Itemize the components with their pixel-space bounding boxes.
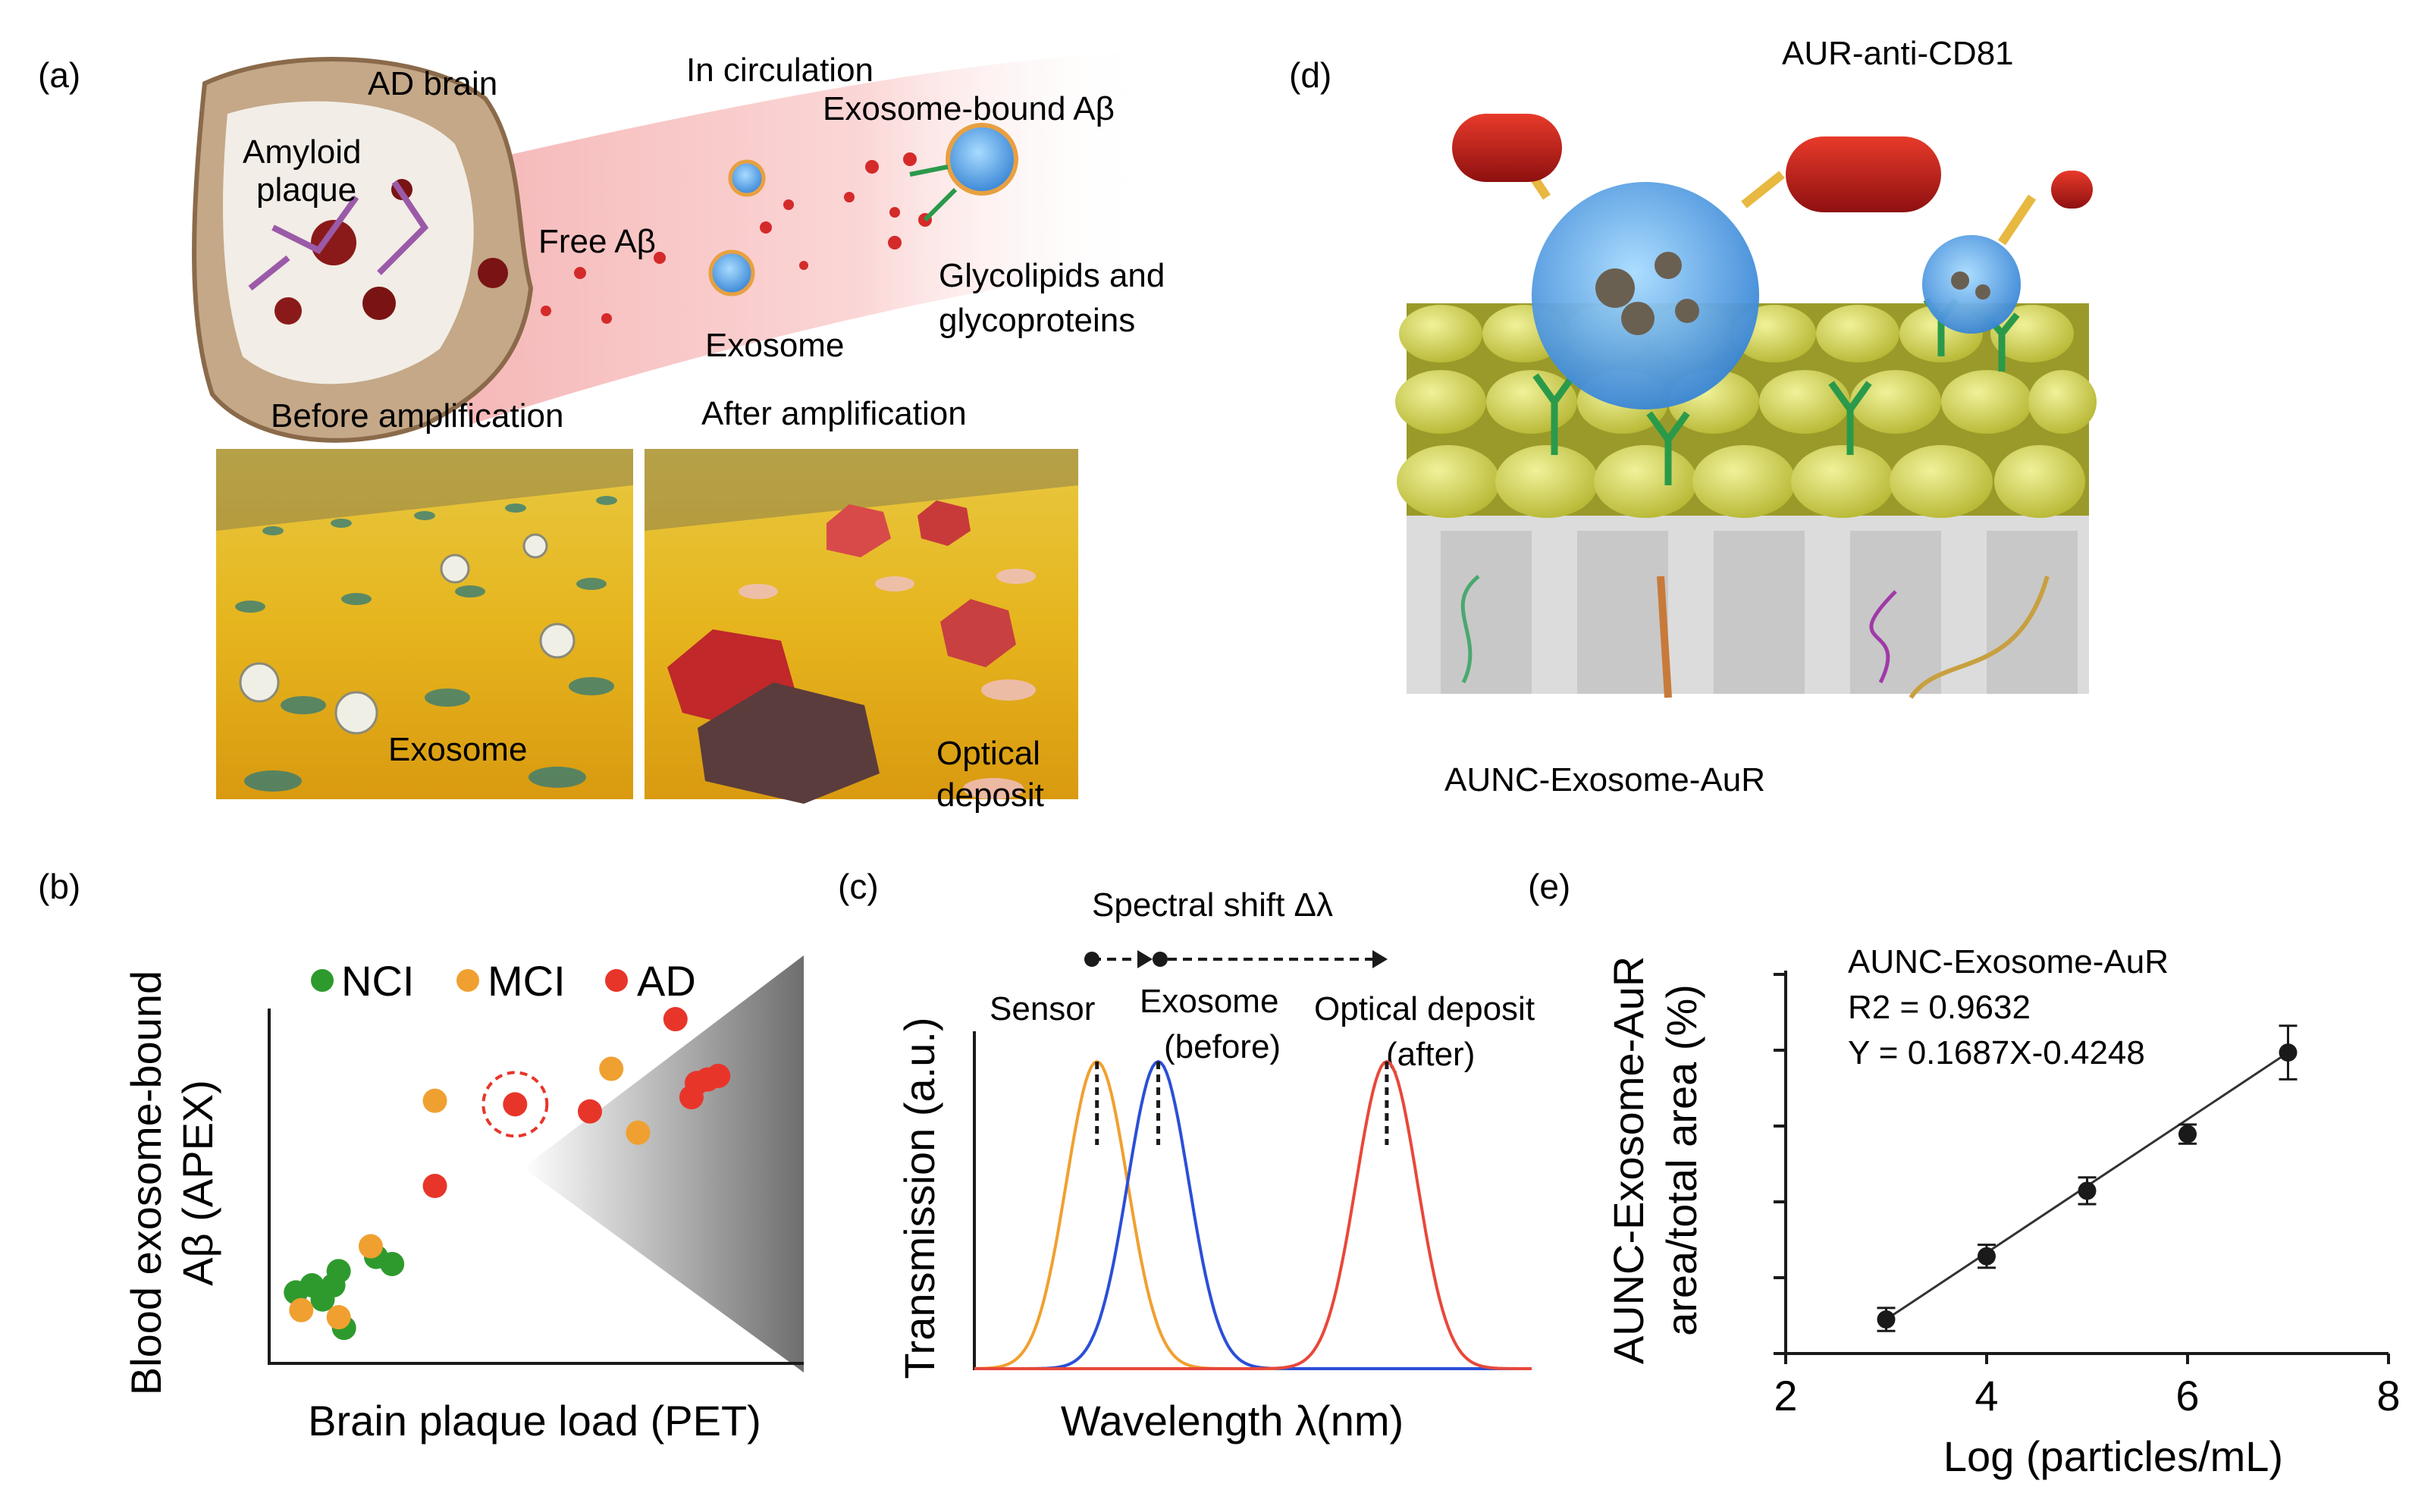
b-point-ad <box>503 1092 528 1117</box>
b-scatter-points <box>284 1007 731 1341</box>
b-point-nci <box>380 1251 405 1276</box>
label-free-abeta: Free Aβ <box>538 223 656 260</box>
b-point-mci <box>626 1120 651 1145</box>
b-xlabel: Brain plaque load (PET) <box>308 1397 761 1445</box>
label-deposit: deposit <box>936 776 1044 814</box>
b-point-mci <box>422 1088 447 1113</box>
b-point-mci <box>358 1234 383 1259</box>
legend-label-ad: AD <box>637 957 696 1005</box>
panel-e-letter: (e) <box>1528 867 1570 906</box>
label-exosome-sub: Exosome <box>388 731 527 768</box>
c-sensor-label: Sensor <box>990 990 1095 1027</box>
zoom-cone <box>523 955 804 1372</box>
b-point-ad <box>706 1063 731 1088</box>
c-ylabel: Transmission (a.u.) <box>895 1017 943 1379</box>
c-deposit-label-2: (after) <box>1386 1036 1475 1073</box>
label-plaque: plaque <box>256 171 356 209</box>
label-exosome: Exosome <box>705 327 844 364</box>
label-glyco-1: Glycolipids and <box>939 257 1165 294</box>
b-point-ad <box>578 1099 602 1124</box>
e-point <box>2078 1181 2097 1200</box>
legend-label-mci: MCI <box>488 957 566 1005</box>
free-abeta-dots <box>541 192 900 324</box>
c-xlabel: Wavelength λ(nm) <box>1061 1397 1404 1445</box>
panel-d: (d) AUR-anti-CD81 <box>1289 35 2097 798</box>
b-legend: NCI MCI AD <box>311 957 696 1005</box>
label-aur-anti-cd81: AUR-anti-CD81 <box>1782 35 2014 72</box>
label-optical: Optical <box>936 735 1040 772</box>
panel-e: (e) 2 4 6 8 AUNC-Exosome-AuR R2 = 0.9632 Y … <box>1528 867 2401 1480</box>
e-point <box>1978 1247 1996 1266</box>
e-axis-ticks: 2 4 6 8 <box>1774 973 2401 1419</box>
panel-d-letter: (d) <box>1289 55 1331 95</box>
panel-c: (c) Spectral shift Δλ Sensor Exosome (be… <box>838 867 1535 1445</box>
label-exosome-bound: Exosome-bound Aβ <box>823 90 1115 127</box>
label-amyloid: Amyloid <box>243 133 362 171</box>
label-aunc-exosome-aur: AUNC-Exosome-AuR <box>1444 761 1765 798</box>
label-after-amp: After amplification <box>701 395 967 432</box>
e-point <box>2279 1043 2298 1062</box>
panel-a-letter: (a) <box>38 55 80 95</box>
e-xtick-label: 2 <box>1774 1372 1797 1419</box>
e-annot-name: AUNC-Exosome-AuR <box>1848 943 2169 980</box>
panel-b: (b) NCI MCI AD Blood exosome-bound Aβ (A… <box>38 867 804 1445</box>
label-before-amp: Before amplification <box>271 397 563 434</box>
e-ylabel-line1: AUNC-Exosome-AuR <box>1604 956 1652 1364</box>
c-spectra <box>974 1059 1532 1370</box>
e-point <box>2178 1125 2197 1143</box>
legend-marker-ad <box>605 969 628 992</box>
after-amplification-render <box>645 449 1078 804</box>
b-ylabel-line1: Blood exosome-bound <box>122 971 170 1395</box>
c-shift-label: Spectral shift Δλ <box>1092 886 1333 924</box>
panel-b-letter: (b) <box>38 867 80 906</box>
before-amplification-render <box>216 449 633 799</box>
c-exosome-label-2: (before) <box>1164 1028 1281 1065</box>
label-ad-brain: AD brain <box>368 65 497 102</box>
b-ylabel-line2: Aβ (APEX) <box>174 1080 221 1286</box>
e-point <box>1877 1310 1896 1329</box>
b-point-mci <box>599 1056 624 1081</box>
c-shift-arrow <box>1084 950 1388 968</box>
panel-a: (a) AD <box>38 52 1165 814</box>
b-point-mci <box>326 1305 351 1330</box>
circulating-exosomes <box>708 123 1018 296</box>
e-xtick-label: 4 <box>1974 1372 1998 1419</box>
b-point-ad <box>422 1174 447 1198</box>
e-xlabel: Log (particles/mL) <box>1943 1432 2283 1480</box>
b-point-nci <box>310 1287 335 1312</box>
e-xtick-label: 8 <box>2376 1372 2400 1419</box>
nanostructure-render <box>1395 114 2097 699</box>
e-annot-r2: R2 = 0.9632 <box>1848 989 2031 1026</box>
b-point-nci <box>326 1259 351 1284</box>
e-xtick-label: 6 <box>2175 1372 2199 1419</box>
b-point-mci <box>289 1297 314 1322</box>
legend-label-nci: NCI <box>341 957 414 1005</box>
label-in-circulation: In circulation <box>686 52 874 89</box>
label-glyco-2: glycoproteins <box>939 302 1135 339</box>
c-curve-deposit <box>974 1059 1532 1370</box>
c-exosome-label-1: Exosome <box>1140 983 1278 1020</box>
b-point-ad <box>679 1085 704 1109</box>
c-deposit-label-1: Optical deposit <box>1314 990 1535 1027</box>
c-curve-exosome <box>974 1059 1532 1370</box>
b-point-ad <box>663 1007 688 1032</box>
e-ylabel-line2: area/total area (%) <box>1658 984 1705 1336</box>
brain-illustration <box>192 56 534 443</box>
legend-marker-nci <box>311 969 334 992</box>
b-highlight-ring <box>481 1071 549 1138</box>
legend-marker-mci <box>456 969 479 992</box>
panel-c-letter: (c) <box>838 867 879 906</box>
e-plot-marks <box>1877 1024 2298 1332</box>
e-annot-eq: Y = 0.1687X-0.4248 <box>1848 1034 2145 1071</box>
